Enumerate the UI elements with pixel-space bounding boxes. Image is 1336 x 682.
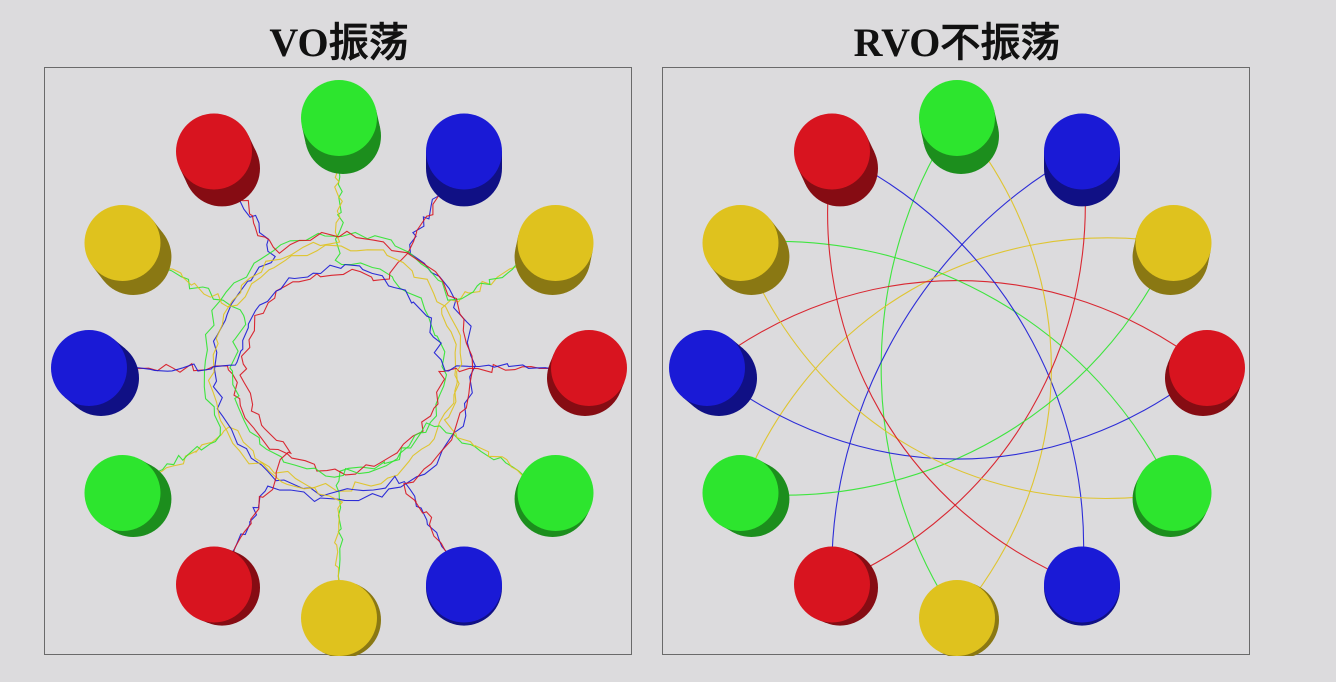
agent-cylinder-red xyxy=(1165,330,1245,416)
agent-cylinder-blue xyxy=(1044,546,1120,626)
rvo-simulation-panel xyxy=(662,67,1250,656)
agent-path-8 xyxy=(212,152,466,584)
rvo-panel-title: RVO不振荡 xyxy=(853,20,1061,65)
agent-cylinder-red xyxy=(794,546,878,626)
agent-cylinder-yellow xyxy=(1132,205,1212,295)
agent-path-9 xyxy=(740,242,1175,496)
agent-path-10 xyxy=(87,264,590,372)
agent-path-6 xyxy=(212,152,466,584)
agent-path-2 xyxy=(213,149,476,584)
agent-path-1 xyxy=(880,117,958,619)
agent-path-11 xyxy=(123,243,556,495)
vo-simulation-panel xyxy=(44,67,632,656)
agent-cylinder-blue xyxy=(669,330,757,416)
agent-cylinder-green xyxy=(1132,455,1212,537)
agent-cylinder-yellow xyxy=(301,580,381,656)
agent-cylinder-red xyxy=(547,330,627,416)
agent-cylinder-red xyxy=(794,113,878,207)
agents xyxy=(51,80,627,656)
agent-cylinder-red xyxy=(176,113,260,207)
agent-path-10 xyxy=(706,367,1208,460)
agent-path-4 xyxy=(88,362,588,476)
agent-cylinder-green xyxy=(84,455,172,537)
agent-path-7 xyxy=(956,117,1052,619)
agent-path-6 xyxy=(831,151,1085,585)
agent-cylinder-green xyxy=(702,455,790,537)
agent-cylinder-green xyxy=(301,80,381,174)
agent-path-8 xyxy=(831,151,1086,586)
vo-simulation-canvas xyxy=(51,80,627,656)
agent-path-11 xyxy=(739,242,1174,500)
agent-cylinder-blue xyxy=(426,113,502,207)
agent-path-2 xyxy=(831,151,1083,585)
agent-paths xyxy=(706,117,1208,619)
agent-cylinder-green xyxy=(514,455,594,537)
agent-path-4 xyxy=(706,280,1208,369)
agent-cylinder-yellow xyxy=(84,205,172,295)
agent-cylinder-yellow xyxy=(919,580,999,656)
agent-path-12 xyxy=(827,151,1083,586)
agent-path-3 xyxy=(122,242,557,493)
agent-path-7 xyxy=(207,117,344,618)
agent-path-1 xyxy=(334,118,448,618)
agent-cylinder-yellow xyxy=(702,205,790,295)
rvo-simulation-canvas xyxy=(669,80,1245,656)
agent-path-5 xyxy=(123,241,557,494)
vo-panel-title: VO振荡 xyxy=(269,20,409,65)
agent-cylinder-blue xyxy=(51,330,139,416)
agent-cylinder-green xyxy=(919,80,999,174)
agent-path-12 xyxy=(213,150,474,584)
agent-cylinder-yellow xyxy=(514,205,594,295)
agents xyxy=(669,80,1245,656)
agent-path-5 xyxy=(740,240,1174,494)
agent-paths xyxy=(87,117,590,618)
agent-path-9 xyxy=(121,231,556,493)
agent-cylinder-blue xyxy=(426,546,502,626)
agent-path-3 xyxy=(739,237,1174,494)
agent-cylinder-blue xyxy=(1044,113,1120,207)
agent-cylinder-red xyxy=(176,546,260,626)
